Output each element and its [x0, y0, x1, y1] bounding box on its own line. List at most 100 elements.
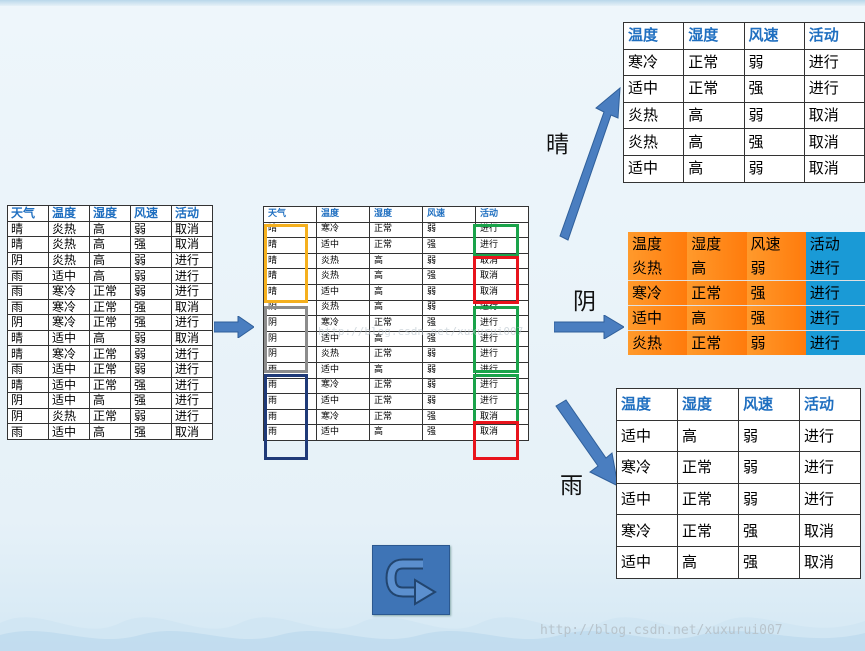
sorted-dataset-table: 天气 温度 湿度 风速 活动 晴寒冷正常弱进行晴适中正常强进行晴炎热高弱取消晴炎…	[263, 206, 529, 441]
table-cell: 晴	[7, 329, 49, 347]
table-cell: 寒冷	[628, 280, 688, 306]
table-cell: 高	[369, 361, 423, 379]
table-cell: 强	[422, 408, 476, 426]
header-cell: 湿度	[89, 205, 131, 222]
table-cell: 适中	[48, 267, 90, 284]
table-row: 适中正常弱进行	[616, 482, 861, 516]
watermark: http://blog.csdn.net/xuxurui007	[540, 623, 783, 638]
table-cell: 弱	[738, 482, 800, 516]
table-cell: 强	[130, 298, 172, 316]
table-row: 晴炎热高强取消	[7, 236, 213, 253]
table-cell: 取消	[803, 101, 865, 130]
header-cell: 风速	[738, 388, 800, 421]
table-cell: 正常	[89, 345, 131, 362]
table-row: 雨适中正常弱进行	[7, 360, 213, 378]
table-cell: 寒冷	[616, 514, 678, 547]
table-cell: 取消	[171, 220, 213, 238]
table-cell: 强	[738, 514, 800, 547]
table-cell: 寒冷	[316, 408, 370, 426]
table-cell: 晴	[7, 376, 49, 394]
table-row: 炎热高弱进行	[628, 256, 865, 281]
header-cell: 湿度	[677, 388, 739, 421]
header-cell: 温度	[628, 232, 688, 256]
table-cell: 阴	[7, 251, 49, 269]
header-cell: 活动	[803, 22, 865, 50]
table-row: 雨适中正常弱进行	[263, 393, 529, 410]
table-cell: 取消	[475, 408, 529, 426]
table-cell: 弱	[422, 361, 476, 379]
table-cell: 炎热	[316, 346, 370, 363]
header-cell: 风速	[743, 22, 805, 50]
table-cell: 寒冷	[616, 451, 678, 484]
table-cell: 正常	[677, 451, 739, 484]
table-row: 晴炎热高强取消	[263, 268, 529, 285]
table-cell: 弱	[130, 220, 172, 238]
table-cell: 炎热	[48, 236, 90, 253]
header-cell: 湿度	[369, 206, 423, 223]
table-cell: 高	[89, 251, 131, 269]
sunny-subset-table: 温度 湿度 风速 活动 寒冷正常弱进行适中正常强进行炎热高弱取消炎热高强取消适中…	[622, 22, 865, 183]
table-cell: 弱	[130, 407, 172, 425]
right-arrow-icon	[554, 315, 624, 339]
table-cell: 正常	[89, 407, 131, 425]
table-cell: 取消	[799, 545, 861, 579]
table-row: 适中高弱取消	[622, 154, 865, 183]
table-row: 炎热高弱取消	[622, 101, 865, 130]
table-row: 晴寒冷正常弱进行	[7, 345, 213, 362]
table-cell: 高	[89, 423, 131, 440]
right-arrow-icon	[559, 86, 621, 241]
table-row: 雨适中高弱进行	[263, 361, 529, 379]
table-cell: 炎热	[48, 407, 90, 425]
full-dataset-table: 天气 温度 湿度 风速 活动 晴炎热高弱取消晴炎热高强取消阴炎热高弱进行雨适中高…	[7, 205, 213, 440]
table-cell: 正常	[89, 376, 131, 394]
table-header-row: 天气 温度 湿度 风速 活动	[7, 205, 213, 222]
table-cell: 高	[89, 236, 131, 253]
table-cell: 雨	[7, 282, 49, 300]
table-cell: 进行	[805, 280, 865, 306]
table-cell: 高	[683, 154, 745, 183]
table-cell: 适中	[628, 305, 688, 331]
table-cell: 阴	[263, 299, 317, 317]
table-cell: 进行	[171, 282, 213, 300]
rainy-subset-table: 温度 湿度 风速 活动 适中高弱进行寒冷正常弱进行适中正常弱进行寒冷正常强取消适…	[616, 388, 861, 579]
table-cell: 进行	[805, 305, 865, 331]
table-header-row: 温度 湿度 风速 活动	[616, 388, 861, 421]
table-cell: 进行	[475, 299, 529, 317]
table-cell: 正常	[683, 75, 745, 103]
table-cell: 弱	[130, 329, 172, 347]
table-cell: 强	[130, 376, 172, 394]
table-row: 晴寒冷正常弱进行	[263, 221, 529, 239]
table-cell: 阴	[263, 315, 317, 332]
table-row: 阴寒冷正常强进行	[263, 315, 529, 332]
table-cell: 适中	[316, 393, 370, 410]
table-row: 适中高弱进行	[616, 419, 861, 453]
table-cell: 强	[130, 236, 172, 253]
table-cell: 正常	[89, 282, 131, 300]
table-cell: 弱	[738, 451, 800, 484]
return-button[interactable]	[372, 545, 450, 615]
table-cell: 高	[369, 268, 423, 285]
table-cell: 弱	[422, 393, 476, 410]
table-row: 寒冷正常弱进行	[622, 48, 865, 77]
table-row: 炎热高强取消	[622, 128, 865, 156]
table-cell: 强	[746, 305, 806, 331]
table-cell: 进行	[171, 376, 213, 394]
table-cell: 高	[89, 220, 131, 238]
table-cell: 正常	[677, 482, 739, 516]
table-cell: 进行	[805, 256, 865, 281]
table-cell: 取消	[171, 329, 213, 347]
table-cell: 高	[687, 256, 747, 281]
table-cell: 炎热	[622, 101, 685, 130]
table-cell: 进行	[475, 346, 529, 363]
table-cell: 弱	[743, 154, 805, 183]
table-cell: 弱	[746, 256, 806, 281]
table-cell: 正常	[369, 408, 423, 426]
table-cell: 雨	[263, 393, 317, 410]
table-row: 雨适中高强取消	[263, 424, 529, 441]
table-cell: 炎热	[622, 128, 685, 156]
table-row: 适中正常强进行	[622, 75, 865, 103]
table-cell: 高	[369, 252, 423, 270]
table-cell: 炎热	[628, 330, 688, 355]
table-cell: 进行	[475, 377, 529, 395]
table-cell: 适中	[616, 482, 678, 516]
